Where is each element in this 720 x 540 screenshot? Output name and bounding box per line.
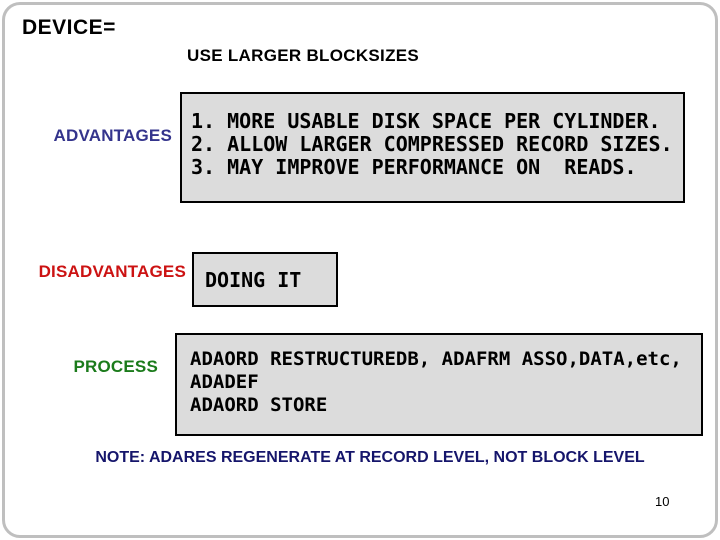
note-text: NOTE: ADARES REGENERATE AT RECORD LEVEL,… xyxy=(95,449,645,466)
advantages-label: ADVANTAGES xyxy=(53,126,172,145)
process-line-2: ADADEF xyxy=(190,371,259,393)
advantages-box: 1. MORE USABLE DISK SPACE PER CYLINDER. … xyxy=(180,92,685,203)
disadvantages-label: DISADVANTAGES xyxy=(38,262,186,281)
advantages-line-3: 3. MAY IMPROVE PERFORMANCE ON READS. xyxy=(191,155,637,179)
process-box: ADAORD RESTRUCTUREDB, ADAFRM ASSO,DATA,e… xyxy=(175,333,703,436)
slide-heading: USE LARGER BLOCKSIZES xyxy=(187,46,420,65)
page-number: 10 xyxy=(655,494,670,509)
process-line-3: ADAORD STORE xyxy=(190,394,328,416)
slide-title: DEVICE= xyxy=(22,16,116,39)
disadvantages-line-1: DOING IT xyxy=(205,268,302,292)
disadvantages-box: DOING IT xyxy=(192,252,338,307)
advantages-line-1: 1. MORE USABLE DISK SPACE PER CYLINDER. xyxy=(191,109,661,133)
advantages-line-2: 2. ALLOW LARGER COMPRESSED RECORD SIZES. xyxy=(191,132,673,156)
process-line-1: ADAORD RESTRUCTUREDB, ADAFRM ASSO,DATA,e… xyxy=(190,348,682,370)
process-label: PROCESS xyxy=(73,357,158,376)
